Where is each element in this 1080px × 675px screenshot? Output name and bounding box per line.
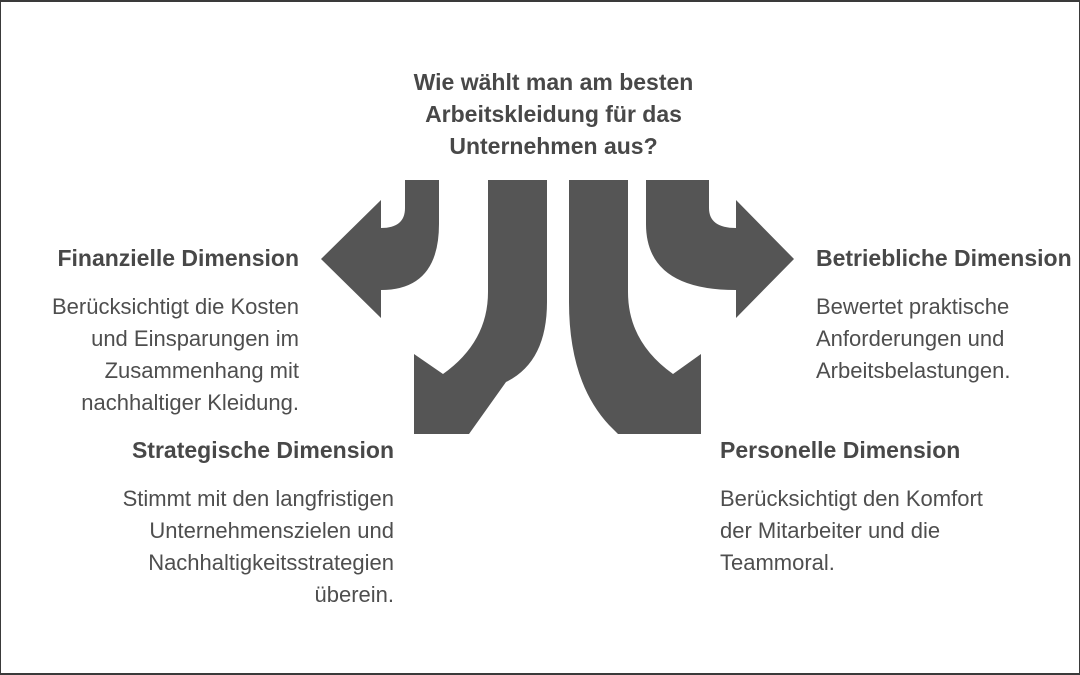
betriebliche-dimension-title: Betriebliche Dimension bbox=[816, 245, 1072, 271]
description-line: Unternehmenszielen und bbox=[149, 518, 394, 543]
personelle-dimension-block: Personelle Dimension Berücksichtigt den … bbox=[720, 435, 1079, 579]
betriebliche-dimension-description: Bewertet praktische Anforderungen und Ar… bbox=[816, 291, 1079, 387]
central-question: Wie wählt man am besten Arbeitskleidung … bbox=[391, 66, 716, 162]
description-line: Anforderungen und bbox=[816, 326, 1005, 351]
finanzielle-dimension-description: Berücksichtigt die Kosten und Einsparung… bbox=[1, 291, 299, 419]
personelle-dimension-title: Personelle Dimension bbox=[720, 437, 961, 463]
description-line: Berücksichtigt die Kosten bbox=[51, 294, 299, 319]
strategische-dimension-block: Strategische Dimension Stimmt mit den la… bbox=[61, 435, 394, 611]
description-line: Nachhaltigkeitsstrategien bbox=[148, 550, 394, 575]
strategische-dimension-description: Stimmt mit den langfristigen Unternehmen… bbox=[61, 483, 394, 611]
description-line: Berücksichtigt den Komfort bbox=[720, 486, 983, 511]
description-line: Bewertet praktische bbox=[816, 294, 1010, 319]
description-line: nachhaltiger Kleidung. bbox=[81, 390, 299, 415]
description-line: Stimmt mit den langfristigen bbox=[122, 486, 394, 511]
description-line: Arbeitsbelastungen. bbox=[816, 358, 1011, 383]
strategische-dimension-title: Strategische Dimension bbox=[131, 437, 394, 463]
description-line: und Einsparungen im bbox=[91, 326, 299, 351]
description-line: der Mitarbeiter und die bbox=[720, 518, 941, 543]
finanzielle-dimension-block: Finanzielle Dimension Berücksichtigt die… bbox=[1, 243, 299, 419]
question-line: Unternehmen aus? bbox=[449, 133, 658, 159]
finanzielle-dimension-title: Finanzielle Dimension bbox=[57, 245, 299, 271]
arrow-strategisch bbox=[414, 180, 547, 434]
description-line: Teammoral. bbox=[720, 550, 835, 575]
arrow-betrieblich bbox=[646, 180, 794, 318]
personelle-dimension-description: Berücksichtigt den Komfort der Mitarbeit… bbox=[720, 483, 1079, 579]
betriebliche-dimension-block: Betriebliche Dimension Bewertet praktisc… bbox=[816, 243, 1079, 387]
question-line: Wie wählt man am besten bbox=[413, 69, 694, 95]
question-line: Arbeitskleidung für das bbox=[425, 101, 682, 127]
description-line: Zusammenhang mit bbox=[104, 358, 299, 383]
arrow-personell bbox=[569, 180, 701, 434]
arrow-finanziell bbox=[321, 180, 439, 318]
description-line: überein. bbox=[314, 582, 394, 607]
